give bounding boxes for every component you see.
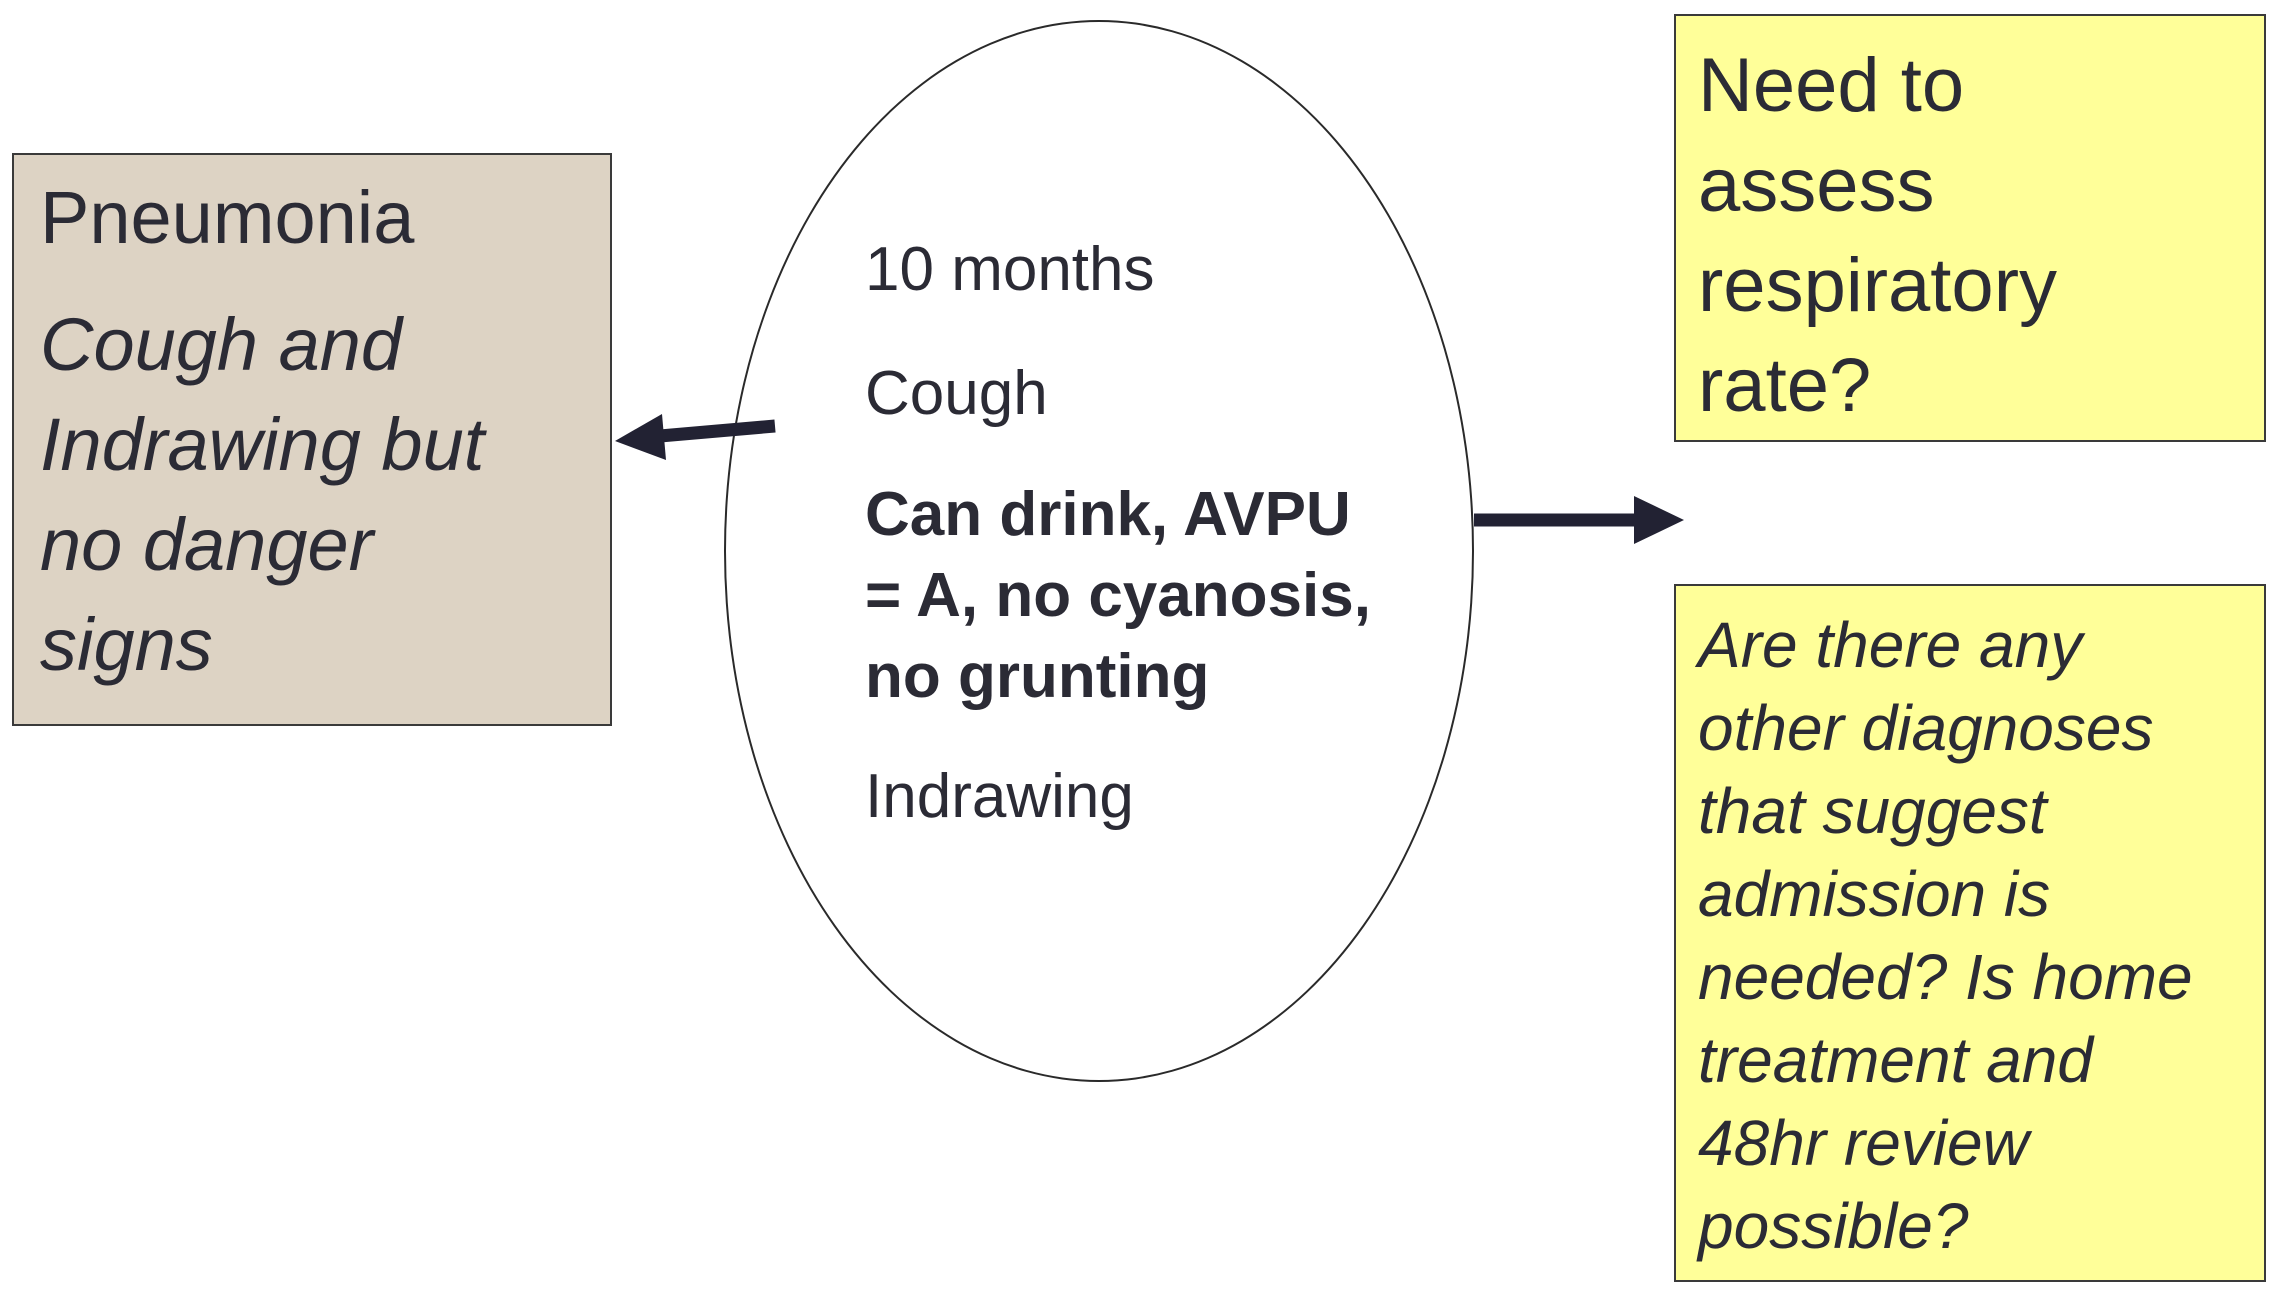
patient-sign: Indrawing: [865, 762, 1134, 831]
arrow-to-questions: [1474, 496, 1684, 544]
assess-question-box: Need to assess respiratory rate?: [1674, 14, 2266, 442]
admission-question-text: Are there any other diagnoses that sugge…: [1698, 609, 2193, 1262]
patient-findings: Can drink, AVPU = A, no cyanosis, no gru…: [865, 480, 1371, 711]
diagnosis-box: Pneumonia Cough and Indrawing but no dan…: [12, 153, 612, 726]
patient-age: 10 months: [865, 235, 1155, 304]
assess-question-text: Need to assess respiratory rate?: [1698, 43, 2057, 428]
patient-symptom: Cough: [865, 359, 1048, 428]
diagnosis-title: Pneumonia: [40, 176, 415, 259]
admission-question-box: Are there any other diagnoses that sugge…: [1674, 584, 2266, 1282]
patient-details: 10 months Cough Can drink, AVPU = A, no …: [865, 230, 1465, 837]
patient-ellipse: [724, 20, 1474, 1082]
diagnosis-detail: Cough and Indrawing but no danger signs: [40, 303, 485, 686]
